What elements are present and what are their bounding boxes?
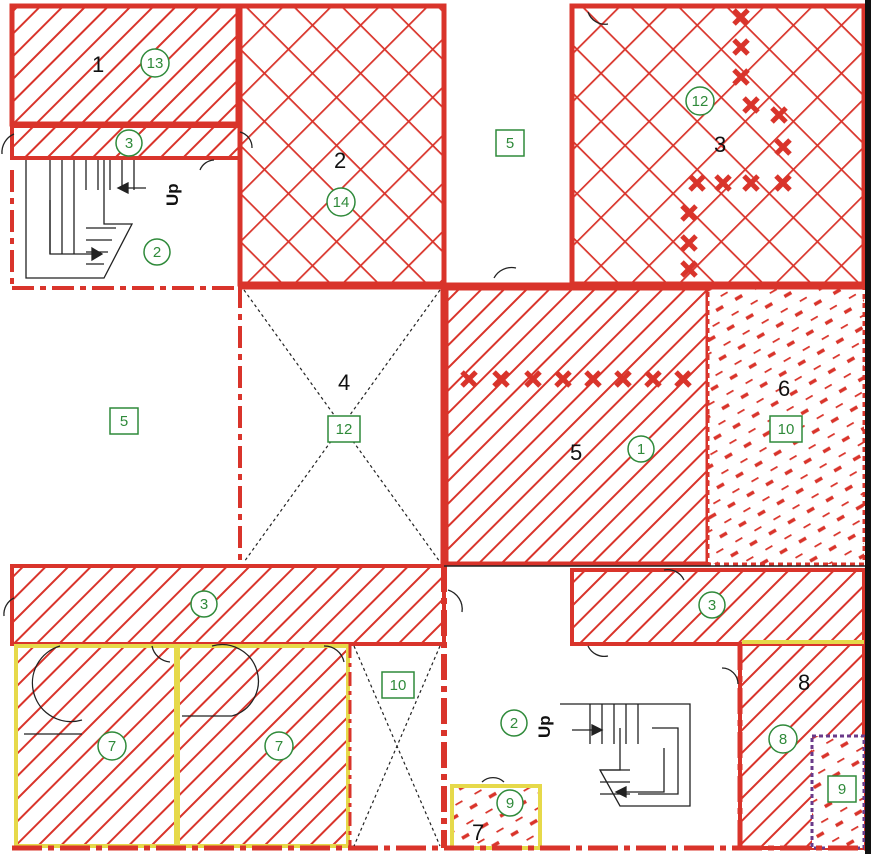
- square-badge: 10: [381, 671, 415, 699]
- room-label-7: 7: [472, 820, 484, 845]
- square-badge: 9: [827, 775, 857, 803]
- svg-text:3: 3: [708, 597, 716, 614]
- room-7-small-zone: [450, 784, 542, 850]
- svg-text:3: 3: [200, 596, 208, 613]
- atrium-10-diagonals: [353, 645, 441, 847]
- square-badge: 10: [769, 415, 803, 443]
- atrium-4-diagonals: [243, 289, 441, 563]
- room-label-5: 5: [570, 440, 582, 465]
- svg-text:5: 5: [120, 413, 128, 430]
- svg-text:2: 2: [510, 715, 518, 732]
- circle-badge: 13: [140, 48, 170, 78]
- corridor-3-bottom-left: [10, 564, 446, 646]
- svg-text:8: 8: [779, 731, 787, 748]
- svg-text:12: 12: [336, 421, 353, 438]
- walls: [10, 170, 866, 851]
- circle-badge: 7: [264, 731, 294, 761]
- room-7-left-a: [14, 644, 178, 848]
- stair-up-label-right: Up: [535, 715, 554, 738]
- circle-badge: 3: [190, 590, 218, 618]
- circle-badge: 2: [500, 709, 528, 737]
- circle-badge: 3: [115, 129, 143, 157]
- room-label-3: 3: [714, 132, 726, 157]
- room-5-zone: [443, 285, 711, 567]
- svg-text:14: 14: [333, 194, 350, 211]
- svg-text:2: 2: [153, 244, 161, 261]
- room-label-1: 1: [92, 52, 104, 77]
- stair-left: [25, 160, 146, 279]
- room-labels: 1 2 3 4 5 6 7 8: [92, 52, 810, 845]
- circle-badge: 3: [698, 591, 726, 619]
- circle-badge: 8: [768, 724, 798, 754]
- circle-badge: 7: [97, 731, 127, 761]
- door-swings: [1, 11, 739, 783]
- svg-text:12: 12: [692, 93, 709, 110]
- room-label-6: 6: [778, 376, 790, 401]
- circle-badge: 14: [326, 187, 356, 217]
- room-1-zone: [9, 3, 241, 127]
- svg-text:10: 10: [390, 677, 407, 694]
- svg-text:13: 13: [147, 55, 164, 72]
- x-markers-room-3: [680, 8, 792, 278]
- room-2-zone: [237, 3, 447, 287]
- svg-text:10: 10: [778, 421, 795, 438]
- square-badge: 12: [327, 415, 361, 443]
- room-label-2: 2: [334, 148, 346, 173]
- square-badge: 5: [495, 129, 525, 157]
- svg-text:3: 3: [125, 135, 133, 152]
- svg-text:7: 7: [275, 738, 283, 755]
- x-markers-room-5: [460, 370, 692, 388]
- svg-text:9: 9: [506, 795, 514, 812]
- svg-text:1: 1: [637, 441, 645, 458]
- svg-text:7: 7: [108, 738, 116, 755]
- svg-text:9: 9: [838, 781, 846, 798]
- room-label-4: 4: [338, 370, 350, 395]
- square-badges: 5 5 12 10 10 9: [109, 129, 857, 803]
- circle-badges: 13 3 14 2 12 1 3 3 7 7 2 9 8: [97, 48, 798, 817]
- stair-right: [560, 703, 691, 807]
- room-3-zone: [569, 3, 867, 287]
- circle-badge: 1: [627, 435, 655, 463]
- room-7-left-b: [176, 644, 350, 848]
- stair-up-label-left: Up: [163, 183, 182, 206]
- circle-badge: 2: [143, 238, 171, 266]
- square-badge: 5: [109, 407, 139, 435]
- circle-badge: 12: [685, 86, 715, 116]
- room-label-8: 8: [798, 670, 810, 695]
- svg-text:5: 5: [506, 135, 514, 152]
- circle-badge: 9: [496, 789, 524, 817]
